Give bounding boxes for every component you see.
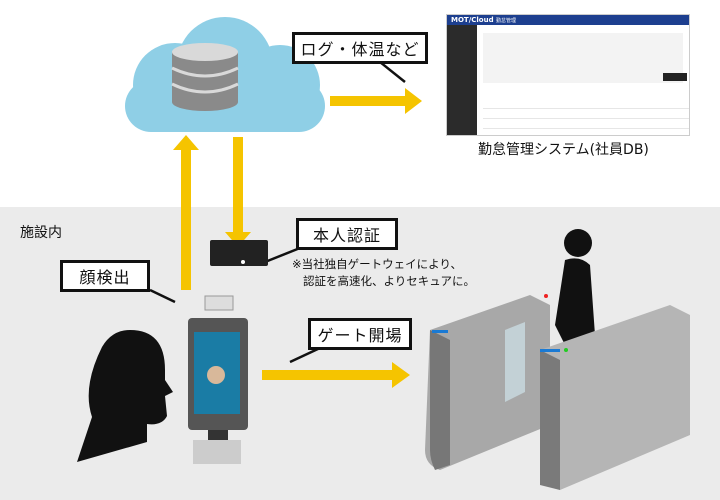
callout-logs: ログ・体温など [292,32,428,64]
arrow-right-bottom [262,362,410,388]
callout-face-detect: 顔検出 [60,260,150,292]
note-line-2: 認証を高速化、よりセキュアに。 [303,274,476,288]
screenshot-brand: MOT/Cloud [451,16,494,24]
screenshot-header: MOT/Cloud 勤怠管理 [447,15,689,25]
face-terminal-icon [188,295,248,464]
screenshot-table [483,99,689,135]
system-caption: 勤怠管理システム(社員DB) [478,142,649,158]
screenshot-sidebar [447,25,477,135]
screenshot-button [663,73,687,81]
arrow-down [225,137,251,247]
turnstile-gate-icon [425,294,690,490]
arrows [173,88,422,388]
gateway-device-icon [210,240,268,266]
arrow-right-top [330,88,422,114]
callout-gate-open: ゲート開場 [308,318,412,350]
note-line-1: ※当社独自ゲートウェイにより、 [292,257,462,271]
callout-pointers [149,61,406,364]
gateway-note: ※当社独自ゲートウェイにより、 認証を高速化、よりセキュアに。 [292,256,475,290]
attendance-system-screenshot: MOT/Cloud 勤怠管理 [446,14,690,136]
screenshot-title: 勤怠管理 [496,18,517,24]
database-icon [171,43,239,111]
screenshot-form [483,33,683,83]
person-silhouette-icon [77,330,173,462]
arrow-up [173,135,199,290]
facility-label: 施設内 [20,225,62,241]
callout-auth: 本人認証 [296,218,398,250]
